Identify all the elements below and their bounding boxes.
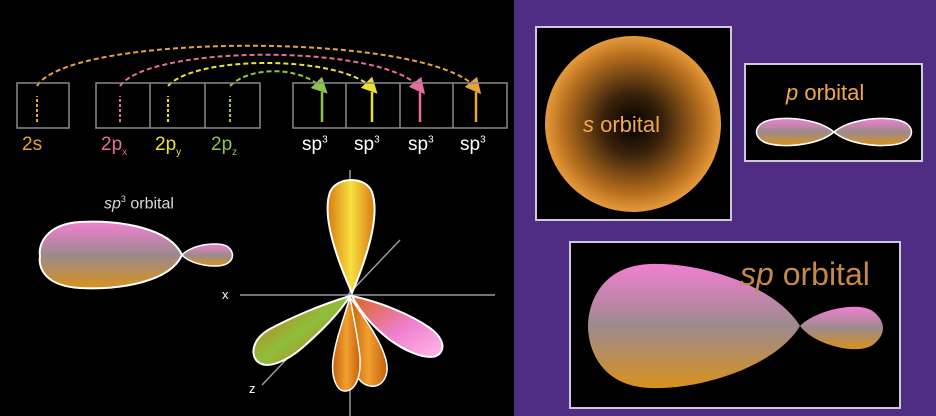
- arc-2pz-to-sp3-1: [229, 70, 328, 94]
- axis-label-z: z: [249, 381, 256, 396]
- s-orbital-label: s orbital: [583, 112, 661, 137]
- label-2s: 2s: [22, 134, 43, 155]
- box-2s: [16, 82, 70, 129]
- label-sp3-3: sp3: [408, 134, 434, 155]
- arc-2py-to-sp3-2: [167, 62, 378, 94]
- arc-2px-to-sp3-3: [119, 53, 426, 95]
- sp-orbital-shape: [588, 263, 883, 389]
- sp3-orbital-shape: [38, 220, 234, 290]
- sp3-tetrahedral-orbitals: [252, 179, 444, 392]
- axis-label-x: x: [222, 287, 229, 302]
- p-orbital-frame: [744, 63, 923, 162]
- p-orbital-label: p orbital: [786, 80, 865, 105]
- label-2py: 2py: [155, 134, 182, 158]
- label-sp3-1: sp3: [302, 134, 328, 155]
- arc-2s-to-sp3-4: [36, 44, 482, 95]
- label-sp3-4: sp3: [460, 134, 486, 155]
- label-2px: 2px: [101, 134, 128, 158]
- sp3-orbital-caption: sp3 orbital: [104, 194, 174, 213]
- sp-orbital-label: sp orbital: [740, 256, 870, 292]
- p-orbital-shape: [755, 117, 913, 147]
- s-orbital-shape: [545, 36, 721, 212]
- box-sp3-group: [292, 82, 508, 129]
- box-2p-group: [95, 82, 261, 129]
- label-2pz: 2pz: [211, 134, 238, 158]
- label-sp3-2: sp3: [354, 134, 380, 155]
